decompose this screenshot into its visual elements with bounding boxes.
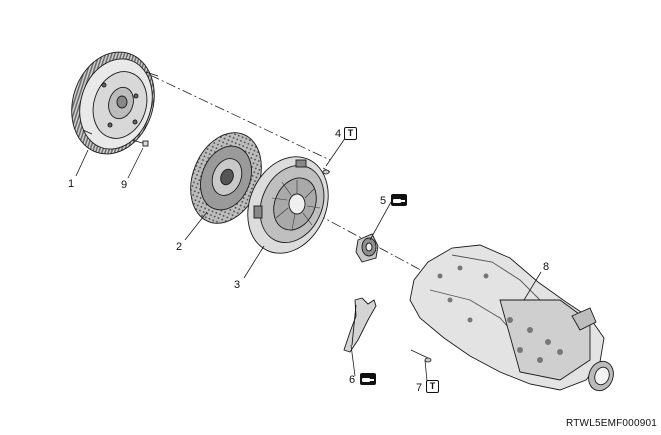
callout-4: 4 <box>335 128 342 140</box>
callout-3: 3 <box>234 279 241 291</box>
grease-icon <box>360 373 376 385</box>
callout-6: 6 <box>349 374 356 386</box>
cover-bolt <box>322 167 331 175</box>
leader-lines <box>75 133 542 382</box>
transmission <box>409 244 614 392</box>
release-bearing <box>355 233 379 263</box>
callout-7: 7 <box>416 382 423 394</box>
clutch-disc <box>190 132 262 224</box>
transmission-bolt <box>410 349 432 363</box>
flywheel-bolts <box>131 139 149 147</box>
callout-2: 2 <box>176 241 183 253</box>
figure-id: RTWL5EMF000901 <box>566 418 657 429</box>
callout-1: 1 <box>68 178 75 190</box>
callout-9: 9 <box>121 179 128 191</box>
torque-icon: T <box>426 380 439 393</box>
grease-icon <box>391 194 407 206</box>
callout-8: 8 <box>543 261 550 273</box>
callout-5: 5 <box>380 195 387 207</box>
clutch-cover <box>247 156 329 254</box>
release-fork <box>343 297 377 353</box>
flywheel <box>71 51 159 155</box>
torque-icon: T <box>344 127 357 140</box>
